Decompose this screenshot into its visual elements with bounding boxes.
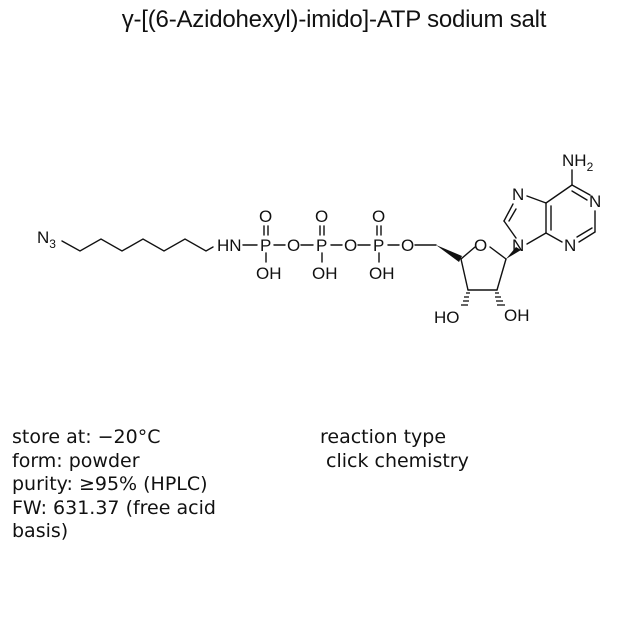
nitrogen-n3: N [564, 236, 576, 255]
reaction-type-value: click chemistry [326, 449, 469, 472]
formula-weight-basis: basis) [12, 520, 69, 542]
nitrogen-n7: N [512, 185, 524, 204]
bridge-oxygen-1: O [287, 236, 300, 255]
compound-title: γ-[(6-Azidohexyl)-imido]-ATP sodium salt [121, 6, 547, 33]
phosphorus-beta: P [316, 236, 327, 255]
reaction-type-label: reaction type [320, 426, 447, 448]
phosphorus-gamma: P [260, 236, 271, 255]
bridge-oxygen-3: O [401, 236, 414, 255]
hydroxyl-3prime: HO [434, 308, 460, 327]
purity: purity: ≥95% (HPLC) [12, 473, 208, 495]
amine-label: NH2 [562, 151, 594, 174]
product-properties: store at: −20°C form: powder purity: ≥95… [12, 426, 216, 544]
ring-oxygen: O [474, 236, 487, 255]
oxo-alpha: O [372, 207, 385, 226]
reaction-info: reaction type click chemistry [320, 426, 469, 473]
oxo-gamma: O [259, 207, 272, 226]
nitrogen-n1: N [589, 192, 601, 211]
physical-form: form: powder [12, 449, 140, 472]
hydroxyl-gamma: OH [256, 264, 282, 283]
oxo-beta: O [315, 207, 328, 226]
phosphorus-alpha: P [373, 236, 384, 255]
azide-label: N3 [37, 228, 56, 251]
hydroxyl-2prime: OH [504, 306, 530, 325]
hexyl-chain [61, 238, 214, 252]
formula-weight: FW: 631.37 (free acid [12, 496, 216, 519]
hydroxyl-beta: OH [312, 264, 338, 283]
bridge-oxygen-2: O [344, 236, 357, 255]
hydroxyl-alpha: OH [369, 264, 395, 283]
storage-condition: store at: −20°C [12, 426, 161, 448]
nitrogen-n9: N [512, 236, 524, 255]
imido-label: HN [217, 236, 242, 255]
